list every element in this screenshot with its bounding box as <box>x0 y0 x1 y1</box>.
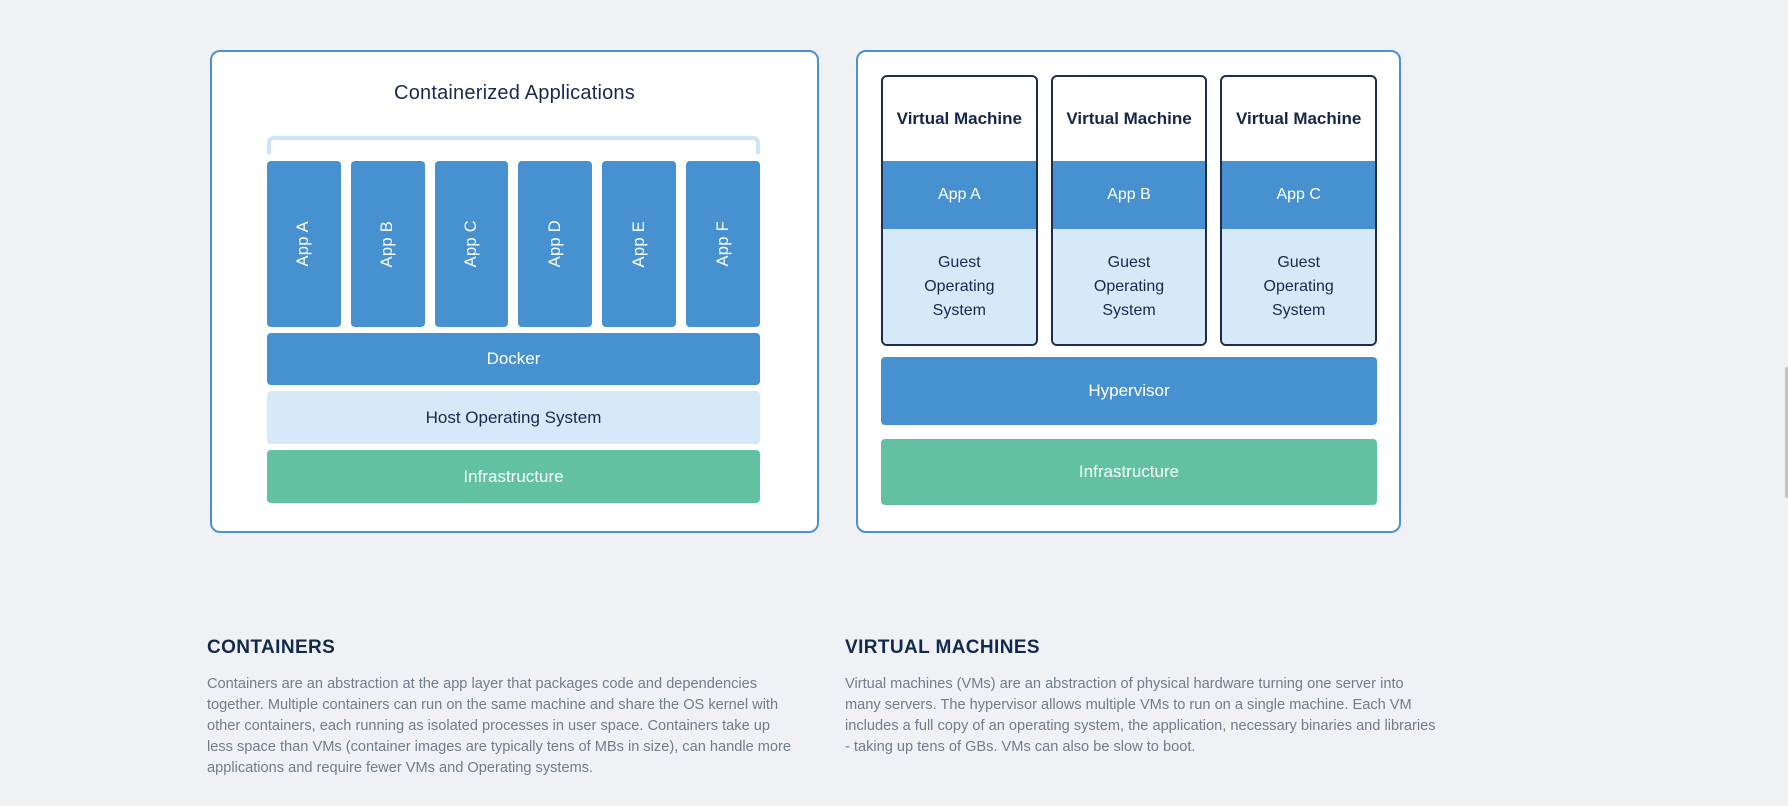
guest-os-layer: Guest Operating System <box>883 229 1036 344</box>
vertical-scrollbar-thumb[interactable] <box>1785 367 1788 498</box>
vm-title: Virtual Machine <box>1236 109 1362 128</box>
host-os-layer: Host Operating System <box>267 391 760 444</box>
vm-title: Virtual Machine <box>896 109 1022 128</box>
vm-app-layer: App B <box>1052 161 1206 229</box>
vm-title: Virtual Machine <box>1066 109 1192 128</box>
hypervisor-layer: Hypervisor <box>881 357 1377 425</box>
containers-panel-title: Containerized Applications <box>394 82 635 104</box>
app-bar-a: App A <box>267 161 341 327</box>
app-bar-d: App D <box>518 161 593 327</box>
virtual-machines-heading: VIRTUAL MACHINES <box>845 637 1040 658</box>
containers-apps-row: App A App B App C App D App E App F <box>267 161 760 327</box>
containers-heading: CONTAINERS <box>207 637 336 658</box>
containers-panel: Containerized Applications App A App B A… <box>210 50 819 533</box>
app-bar-c: App C <box>434 161 509 327</box>
app-bar-f: App F <box>686 161 760 327</box>
vm-row: Virtual Machine App A Guest Operating Sy… <box>881 75 1378 346</box>
containers-bracket <box>267 136 760 154</box>
infrastructure-layer-right: Infrastructure <box>881 439 1377 505</box>
containers-description: Containers are an abstraction at the app… <box>207 676 792 776</box>
docker-layer: Docker <box>267 333 760 385</box>
virtual-machines-description-section: VIRTUAL MACHINES Virtual machines (VMs) … <box>845 637 1445 758</box>
guest-os-layer: Guest Operating System <box>1222 229 1376 344</box>
app-bar-label: App A <box>294 221 313 267</box>
vm-box-1: Virtual Machine App A Guest Operating Sy… <box>881 75 1038 346</box>
guest-os-layer: Guest Operating System <box>1052 229 1206 344</box>
app-bar-label: App B <box>378 220 397 268</box>
app-bar-label: App F <box>713 221 732 267</box>
vm-app-layer: App C <box>1222 161 1376 229</box>
containers-description-section: CONTAINERS Containers are an abstraction… <box>207 637 807 779</box>
virtual-machines-description: Virtual machines (VMs) are an abstractio… <box>845 676 1436 755</box>
app-bar-label: App C <box>462 220 481 268</box>
vm-box-3: Virtual Machine App C Guest Operating Sy… <box>1220 75 1378 346</box>
app-bar-e: App E <box>602 161 677 327</box>
app-bar-label: App D <box>545 220 564 268</box>
app-bar-label: App E <box>629 220 648 268</box>
app-bar-b: App B <box>350 161 425 327</box>
virtual-machines-panel: Virtual Machine App A Guest Operating Sy… <box>856 50 1401 533</box>
infrastructure-layer-left: Infrastructure <box>267 450 760 503</box>
vm-box-2: Virtual Machine App B Guest Operating Sy… <box>1050 75 1208 346</box>
vm-app-layer: App A <box>883 161 1036 229</box>
